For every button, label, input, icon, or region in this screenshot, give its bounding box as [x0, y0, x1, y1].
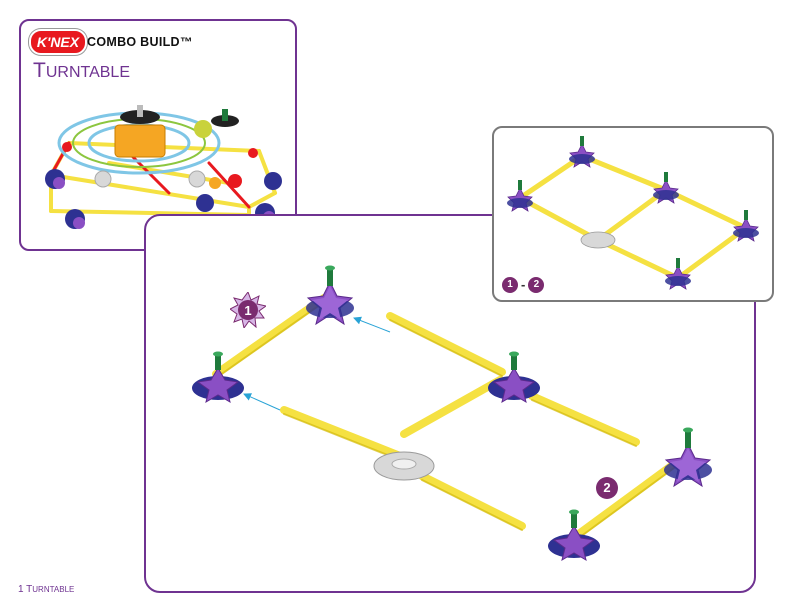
footer-label-initial: T — [26, 584, 33, 595]
footer-page-number: 1 — [18, 584, 24, 595]
page-title: TURNTABLE — [33, 59, 130, 83]
page-footer: 1 TURNTABLE — [18, 584, 74, 595]
inset-assembly-illustration — [506, 135, 760, 290]
series-label: COMBO BUILD™ — [87, 35, 193, 49]
turntable-model-illustration — [45, 105, 282, 229]
title-initial: T — [33, 59, 46, 82]
inset-step-from-badge: 1 — [502, 276, 518, 293]
header-panel: K'NEX COMBO BUILD™ TURNTABLE — [19, 19, 297, 251]
inset-step-range: 1-2 — [502, 276, 545, 293]
footer-label-rest: URNTABLE — [32, 585, 75, 594]
step-1-number: 1 — [244, 303, 251, 318]
inset-completed-view: 1-2 — [492, 126, 774, 302]
step-2-badge: 2 — [596, 477, 618, 499]
title-rest: URNTABLE — [45, 64, 130, 81]
step-1-burst-badge: 1 — [230, 292, 266, 328]
main-assembly-illustration — [191, 265, 713, 561]
inset-step-to-badge: 2 — [528, 276, 545, 293]
inset-step-separator: - — [521, 277, 526, 293]
knex-logo: K'NEX — [29, 29, 87, 55]
